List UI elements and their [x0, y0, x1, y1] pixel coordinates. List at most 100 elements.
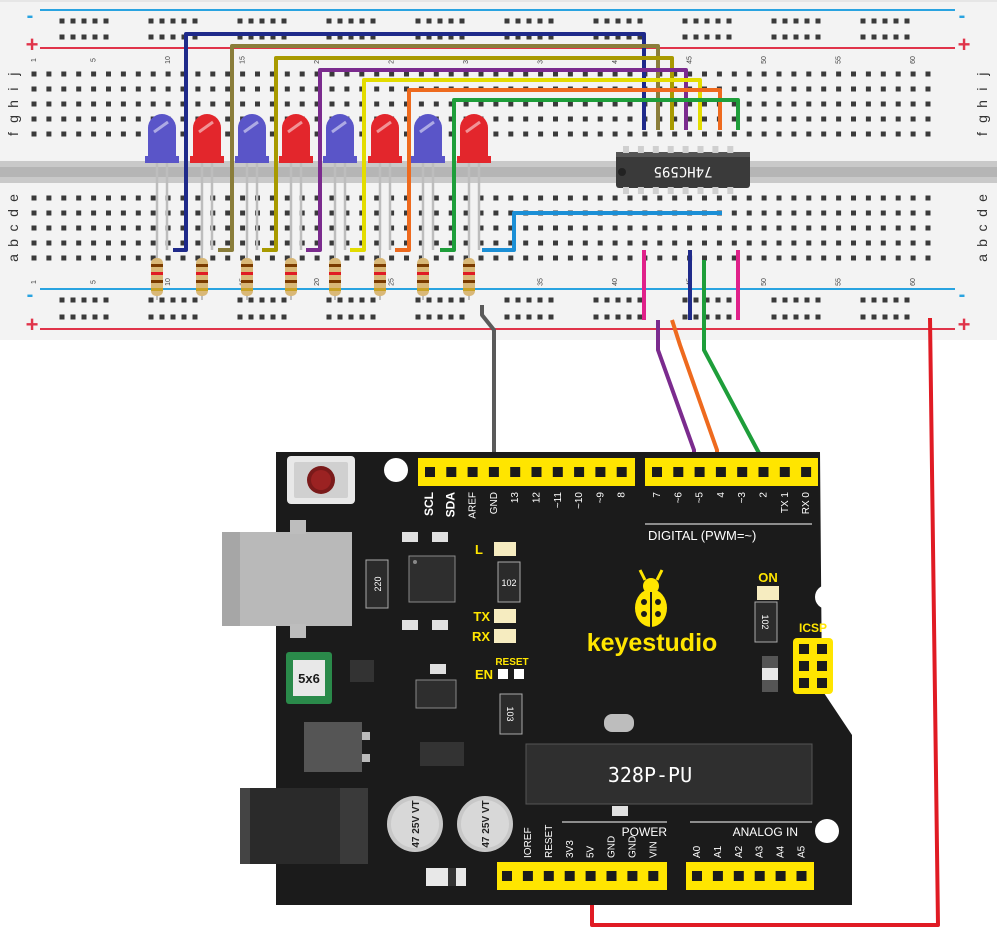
led-blue — [235, 114, 269, 250]
pin-label: A1 — [713, 845, 724, 858]
diode — [426, 868, 466, 886]
led-tx: TX — [473, 609, 516, 624]
fuse: 5x6 — [286, 652, 332, 704]
row-letter-right: g — [974, 115, 990, 123]
led-on: ON — [757, 570, 779, 600]
led-tx-label: TX — [473, 609, 490, 624]
resistor — [374, 250, 386, 300]
digital-header-left — [418, 458, 635, 486]
led-l-label: L — [475, 542, 483, 557]
pin-label: VIN — [648, 841, 659, 858]
rail-minus-bottom-left: - — [27, 284, 34, 306]
capacitor-1: 47 25V VT — [387, 796, 443, 852]
wire-yellow — [350, 78, 702, 252]
column-number-bottom: 55 — [836, 278, 843, 286]
row-letter-right: c — [974, 225, 990, 232]
icsp-header: ICSP — [793, 621, 833, 694]
column-number-top: 5 — [91, 58, 98, 62]
row-letter-left: g — [5, 115, 21, 123]
row-letter-right: d — [974, 209, 990, 217]
pin-label: 2 — [759, 492, 770, 498]
pin-label: SCL — [422, 492, 436, 516]
row-letter-left: e — [5, 194, 21, 202]
pin-label: 8 — [617, 492, 628, 498]
resistor — [196, 250, 208, 300]
pin-label: TX 1 — [780, 492, 791, 514]
pin-label: AREF — [468, 492, 479, 519]
row-letter-right: h — [974, 100, 990, 108]
pin-label: ~11 — [553, 492, 564, 509]
en-label: EN — [475, 667, 493, 682]
rail-plus-bottom-right: + — [958, 312, 971, 337]
row-letter-left: a — [5, 254, 21, 262]
led-blue — [323, 114, 357, 250]
pin-label: ~10 — [574, 492, 585, 509]
breadboard: 1155101015152020252530303535404045455050… — [0, 0, 997, 340]
ladybug-icon — [635, 569, 667, 627]
column-number-bottom: 10 — [165, 278, 172, 286]
rail-minus-top-left: - — [27, 5, 34, 27]
wire-blue — [173, 32, 646, 252]
column-number-bottom: 25 — [389, 278, 396, 286]
voltage-regulator — [304, 722, 362, 772]
resistor — [417, 250, 429, 300]
resistor — [151, 250, 163, 300]
pin-label: 7 — [652, 492, 663, 498]
chip-label: 328P-PU — [608, 763, 692, 787]
led-blue — [411, 114, 445, 250]
row-letter-left: i — [5, 87, 21, 90]
pin-label: 13 — [510, 492, 521, 504]
reset-label: RESET — [495, 657, 528, 668]
pin-label: ~5 — [695, 492, 706, 504]
rail-plus-bottom-left: + — [26, 312, 39, 337]
pin-label: GND — [628, 836, 639, 858]
pin-label: GND — [607, 836, 618, 858]
usb-chip — [408, 555, 456, 603]
column-number-top: 60 — [910, 56, 917, 64]
pin-label: GND — [489, 492, 500, 514]
row-letter-left: h — [5, 100, 21, 108]
rail-plus-top-right: + — [958, 32, 971, 57]
pin-label: A3 — [755, 845, 766, 858]
wire-gray-gnd — [480, 305, 496, 465]
wire-cyan — [482, 211, 722, 252]
rail-minus-top-right: - — [959, 5, 966, 27]
column-number-top: 45 — [687, 56, 694, 64]
column-number-top: 1 — [31, 58, 38, 62]
row-letter-left: j — [5, 72, 21, 76]
digital-label: DIGITAL (PWM=~) — [648, 528, 756, 543]
resistor-103: 103 — [499, 693, 523, 735]
breadboard-wires — [173, 32, 740, 320]
resistor-102-b: 102 — [754, 601, 778, 643]
power-header — [497, 862, 667, 890]
wire-purple-long — [656, 320, 696, 465]
pin-label: A5 — [797, 845, 808, 858]
led-rx: RX — [472, 629, 516, 644]
column-number-bottom: 1 — [31, 280, 38, 284]
resistor-103-label: 103 — [505, 706, 515, 721]
resistor-102-b-label: 102 — [760, 614, 770, 629]
row-letter-right: j — [974, 72, 990, 76]
pin-label: 5V — [586, 845, 597, 858]
fuse-label: 5x6 — [298, 671, 320, 686]
row-letter-left: f — [5, 132, 21, 136]
reset-button — [287, 456, 355, 504]
row-letter-right: i — [974, 87, 990, 90]
led-l: L — [475, 542, 516, 557]
pin-label: IOREF — [523, 827, 534, 858]
row-letter-left: b — [5, 239, 21, 247]
power-label: POWER — [622, 825, 668, 839]
resistor — [241, 250, 253, 300]
led-red — [190, 114, 224, 250]
led-red — [457, 114, 491, 250]
column-number-top: 15 — [240, 56, 247, 64]
shift-register-ic: 74HC595 — [616, 146, 750, 194]
column-number-bottom: 35 — [538, 278, 545, 286]
resistor — [463, 250, 475, 300]
wire-green — [440, 98, 740, 252]
pin-label: 4 — [716, 492, 727, 498]
analog-header — [686, 862, 814, 890]
pin-label: ~3 — [737, 492, 748, 504]
